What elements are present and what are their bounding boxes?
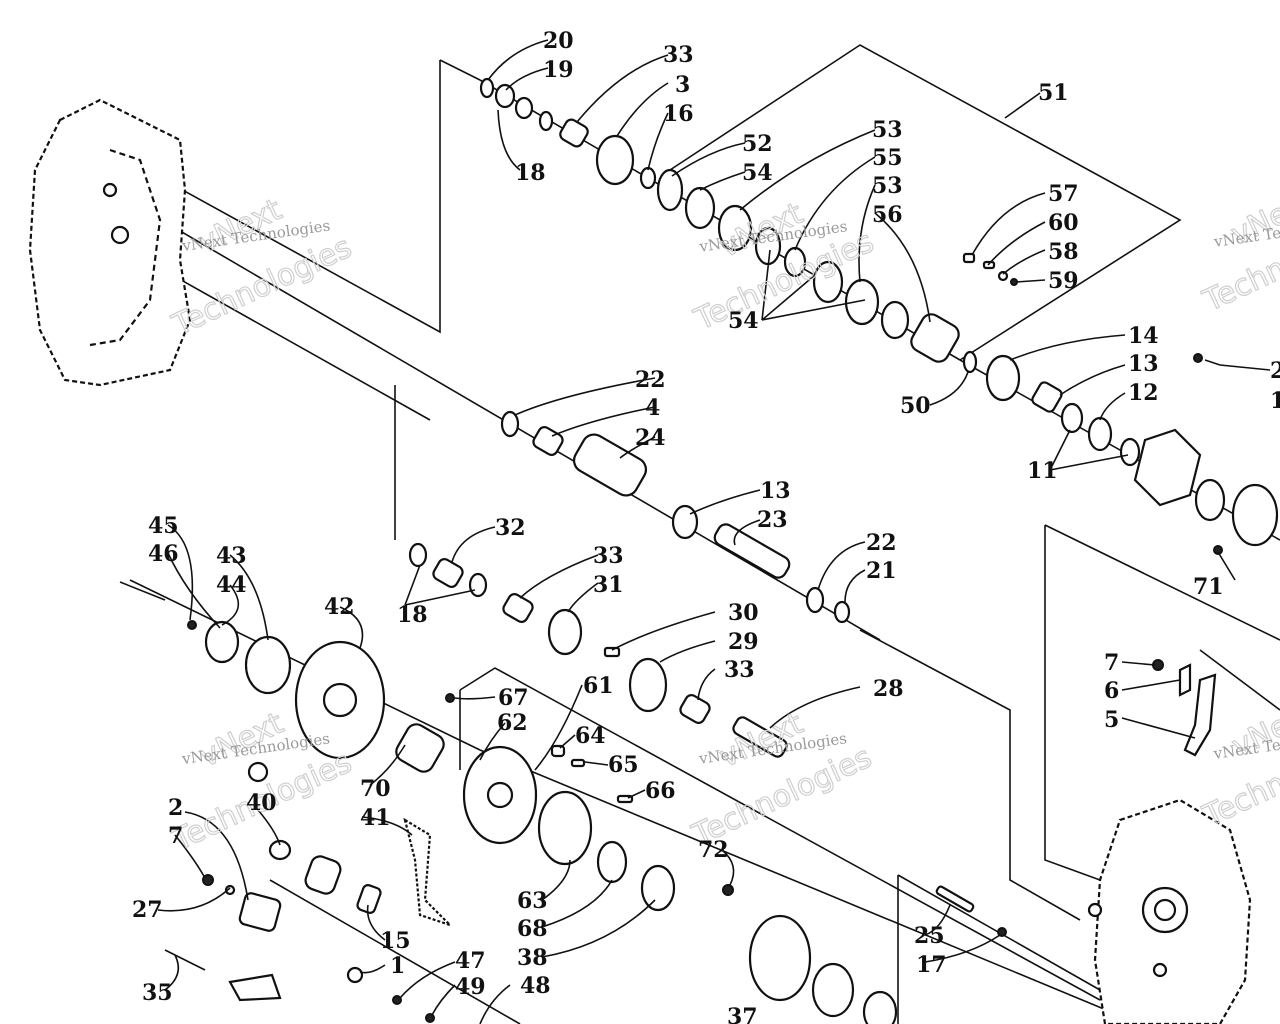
callout-label: 18 [397, 602, 428, 628]
callout-label: 21 [866, 558, 897, 584]
right-gearcase-housing [1087, 798, 1252, 1024]
callout-label: 28 [873, 676, 904, 702]
callout-label: 72 [698, 837, 729, 863]
callout-label: 59 [1048, 268, 1079, 294]
set-screw-hardware [962, 252, 1018, 286]
callout-label: 38 [517, 945, 548, 971]
callout-label: 7 [168, 823, 183, 849]
middle-shaft-parts [408, 410, 851, 758]
callout-label: 20 [543, 28, 574, 54]
callout-label: 44 [216, 572, 247, 598]
callout-label: 42 [324, 594, 355, 620]
callout-label: 31 [593, 572, 624, 598]
callout-label: 33 [593, 543, 624, 569]
callout-label: 53 [872, 117, 903, 143]
callout-label: 60 [1048, 210, 1079, 236]
callout-label: 5 [1104, 707, 1119, 733]
callout-label: 4 [645, 395, 660, 421]
callout-label: 7 [1104, 650, 1119, 676]
callout-label: 45 [148, 513, 179, 539]
callout-labels: 20 19 33 3 16 18 52 54 51 53 55 53 56 57… [132, 28, 1280, 1024]
callout-label: 22 [635, 367, 666, 393]
callout-label: 61 [583, 673, 614, 699]
callout-label: 16 [663, 101, 694, 127]
callout-label: 1 [1270, 388, 1280, 414]
callout-label: 55 [872, 145, 903, 171]
callout-label: 49 [455, 974, 486, 1000]
callout-label: 56 [872, 202, 903, 228]
callout-label: 12 [1128, 380, 1159, 406]
callout-label: 11 [1027, 458, 1058, 484]
callout-label: 14 [1128, 323, 1159, 349]
callout-label: 67 [498, 685, 529, 711]
callout-label: 51 [1038, 80, 1069, 106]
linkage-and-chain [164, 761, 451, 1023]
callout-label: 17 [916, 952, 947, 978]
callout-label: 33 [663, 42, 694, 68]
callout-label: 53 [872, 173, 903, 199]
callout-label: 63 [517, 888, 548, 914]
callout-label: 18 [515, 160, 546, 186]
callout-label: 13 [1128, 351, 1159, 377]
callout-label: 58 [1048, 239, 1079, 265]
callout-label: 25 [914, 923, 945, 949]
callout-label: 50 [900, 393, 931, 419]
callout-label: 65 [608, 752, 639, 778]
callout-label: 46 [148, 541, 179, 567]
left-gearcase-housing [28, 98, 192, 387]
callout-label: 37 [727, 1004, 758, 1024]
callout-label: 70 [360, 776, 391, 802]
callout-label: 54 [728, 308, 759, 334]
callout-label: 2 [168, 795, 183, 821]
callout-label: 41 [360, 805, 391, 831]
callout-label: 52 [742, 131, 773, 157]
callout-label: 15 [380, 928, 411, 954]
leader-lines [157, 39, 1271, 1024]
upper-shaft-parts [479, 77, 1279, 555]
callout-label: 47 [455, 948, 486, 974]
callout-label: 32 [495, 515, 526, 541]
lower-drive-parts [119, 581, 1217, 1024]
callout-label: 33 [724, 657, 755, 683]
callout-label: 3 [675, 72, 690, 98]
watermarks: vNext vNext Technologies Technologies vN… [166, 183, 1280, 859]
callout-label: 64 [575, 723, 606, 749]
callout-label: 24 [635, 425, 666, 451]
callout-label: 68 [517, 916, 548, 942]
callout-label: 27 [132, 897, 163, 923]
callout-label: 19 [543, 57, 574, 83]
callout-label: 48 [520, 973, 551, 999]
callout-label: 30 [728, 600, 759, 626]
callout-label: 22 [866, 530, 897, 556]
callout-label: 23 [757, 507, 788, 533]
callout-label: 43 [216, 543, 247, 569]
callout-label: 6 [1104, 678, 1119, 704]
callout-label: 40 [246, 790, 277, 816]
callout-label: 54 [742, 160, 773, 186]
callout-label: 29 [728, 629, 759, 655]
callout-label: 35 [142, 980, 173, 1006]
callout-label: 62 [497, 710, 528, 736]
callout-label: 71 [1193, 574, 1224, 600]
callout-label: 66 [645, 778, 676, 804]
callout-label: 13 [760, 478, 791, 504]
callout-label: 1 [390, 953, 405, 979]
callout-label: 57 [1048, 181, 1079, 207]
callout-label: 2 [1270, 358, 1280, 384]
